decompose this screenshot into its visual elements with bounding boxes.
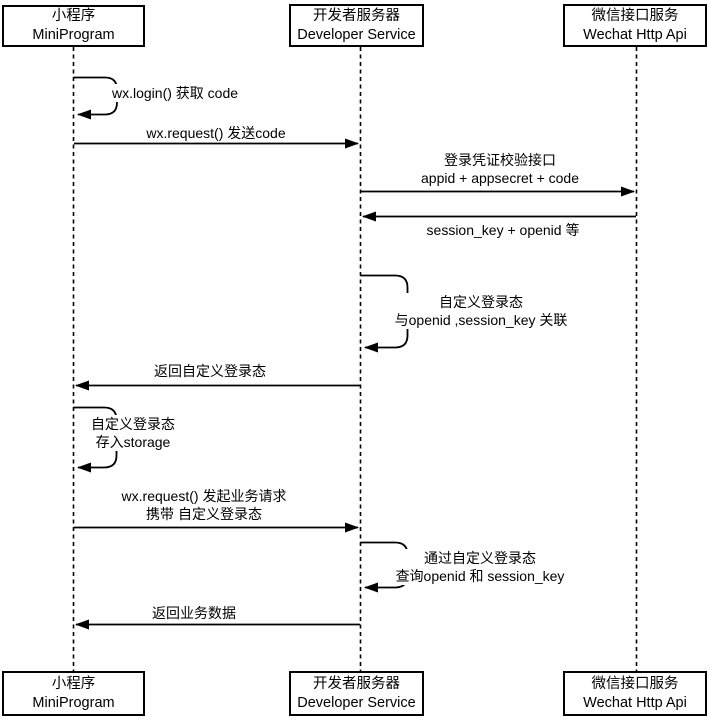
actor-subtitle: Wechat Http Api <box>583 26 687 43</box>
actor-subtitle: Wechat Http Api <box>583 694 687 711</box>
message-label-store-storage: 自定义登录态 存入storage <box>89 415 177 451</box>
actor-subtitle: Developer Service <box>297 694 416 711</box>
actor-name: 小程序 <box>51 675 96 692</box>
message-label-verify-credentials: 登录凭证校验接口 appid + appsecret + code <box>418 151 582 187</box>
message-label-return-custom-state: 返回自定义登录态 <box>152 362 268 380</box>
actor-name: 微信接口服务 <box>591 7 679 24</box>
message-label-session-key-return: session_key + openid 等 <box>424 221 582 239</box>
message-label-send-code: wx.request() 发送code <box>144 124 288 142</box>
actor-miniprogram-top: 小程序 MiniProgram <box>2 5 145 47</box>
message-label-wx-login: wx.login() 获取 code <box>110 84 241 102</box>
message-label-query-session: 通过自定义登录态 查询openid 和 session_key <box>393 549 567 585</box>
actor-wechat-api-top: 微信接口服务 Wechat Http Api <box>563 4 707 47</box>
actor-developer-service-bottom: 开发者服务器 Developer Service <box>289 671 424 716</box>
actor-name: 微信接口服务 <box>591 675 679 692</box>
actor-subtitle: Developer Service <box>297 26 416 43</box>
actor-developer-service-top: 开发者服务器 Developer Service <box>289 4 424 47</box>
actor-subtitle: MiniProgram <box>32 694 115 711</box>
actor-name: 小程序 <box>51 8 96 24</box>
actor-name: 开发者服务器 <box>313 675 400 692</box>
actor-miniprogram-bottom: 小程序 MiniProgram <box>2 671 145 716</box>
message-label-custom-login-state: 自定义登录态 与openid ,session_key 关联 <box>392 293 570 329</box>
actor-wechat-api-bottom: 微信接口服务 Wechat Http Api <box>563 671 707 716</box>
actor-name: 开发者服务器 <box>313 7 400 24</box>
message-label-return-business-data: 返回业务数据 <box>150 604 238 622</box>
message-label-business-request: wx.request() 发起业务请求 携带 自定义登录态 <box>119 487 289 523</box>
actor-subtitle: MiniProgram <box>32 27 115 43</box>
